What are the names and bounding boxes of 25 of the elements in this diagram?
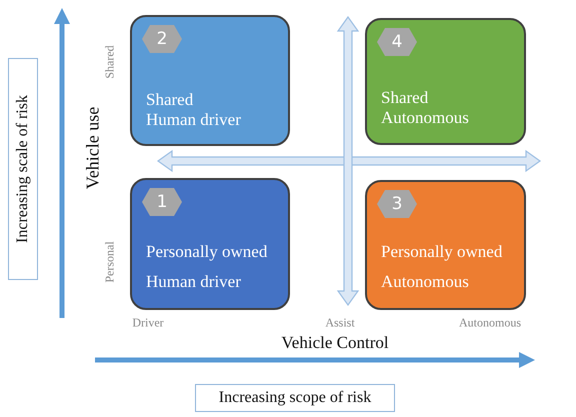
axis-tick-label: Driver: [132, 316, 164, 330]
axis-title: Vehicle use: [82, 106, 104, 190]
axis-title: Vehicle Control: [281, 333, 389, 353]
number-badge: 2: [142, 25, 182, 53]
risk-box: Increasing scope of risk: [195, 384, 395, 412]
axis-tick-label: Assist: [325, 316, 355, 330]
quadrant-label: Shared: [146, 90, 194, 110]
axis-tick-label: Autonomous: [459, 316, 521, 330]
quadrant-label: Personally owned: [381, 242, 502, 262]
number-badge: 3: [377, 190, 417, 218]
risk-box: Increasing scale of risk: [8, 58, 38, 280]
axis-tick-label: Personal: [102, 241, 118, 283]
quadrant-box: [365, 18, 526, 145]
quadrant-box: [130, 15, 290, 146]
quadrant-box: [130, 178, 290, 310]
quadrant-label: Human driver: [146, 272, 241, 292]
quadrant-label: Personally owned: [146, 242, 268, 262]
quadrant-label: Autonomous: [381, 108, 469, 128]
number-badge: 4: [377, 28, 417, 56]
axis-tick-label: Shared: [102, 45, 118, 79]
number-badge: 1: [142, 188, 182, 216]
quadrant-label: Human driver: [146, 110, 241, 130]
quadrant-label: Autonomous: [381, 272, 469, 292]
quadrant-box: [365, 180, 526, 310]
quadrant-label: Shared: [381, 88, 428, 108]
